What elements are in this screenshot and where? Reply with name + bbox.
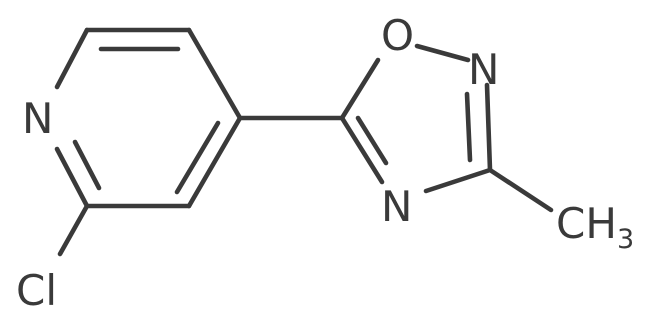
bond-c2-n1 [54, 146, 90, 209]
bond-c4-c3-inner [174, 120, 221, 195]
bond-c3-n4 [423, 167, 493, 194]
bond-c4-c3 [186, 115, 243, 209]
methyl-subscript: 3 [617, 224, 634, 255]
methyl-label: CH [556, 199, 617, 248]
bond-c3-methyl [487, 167, 554, 213]
oxadiazole-ring [339, 43, 493, 194]
pyridine-ring [54, 27, 243, 209]
bond-c2-cl [57, 203, 90, 257]
bond-n2-c3-inner [464, 91, 473, 163]
chlorine-label: Cl [16, 266, 57, 315]
oxadiazole-oxygen-label: O [381, 11, 414, 60]
oxadiazole-n4-label: N [381, 182, 412, 231]
oxadiazole-n2-label: N [468, 45, 499, 94]
bond-n4-c5 [339, 115, 385, 185]
bond-n2-c3 [484, 82, 493, 173]
bond-c5-o1 [339, 57, 381, 121]
pyridine-nitrogen-label: N [22, 94, 53, 143]
bond-o1-n2 [414, 43, 471, 63]
bond-n1-c6 [54, 27, 90, 90]
bond-c5-c4 [186, 27, 243, 121]
bond-n4-c5-inner [355, 115, 389, 166]
bond-c2-n1-inner [72, 139, 102, 191]
